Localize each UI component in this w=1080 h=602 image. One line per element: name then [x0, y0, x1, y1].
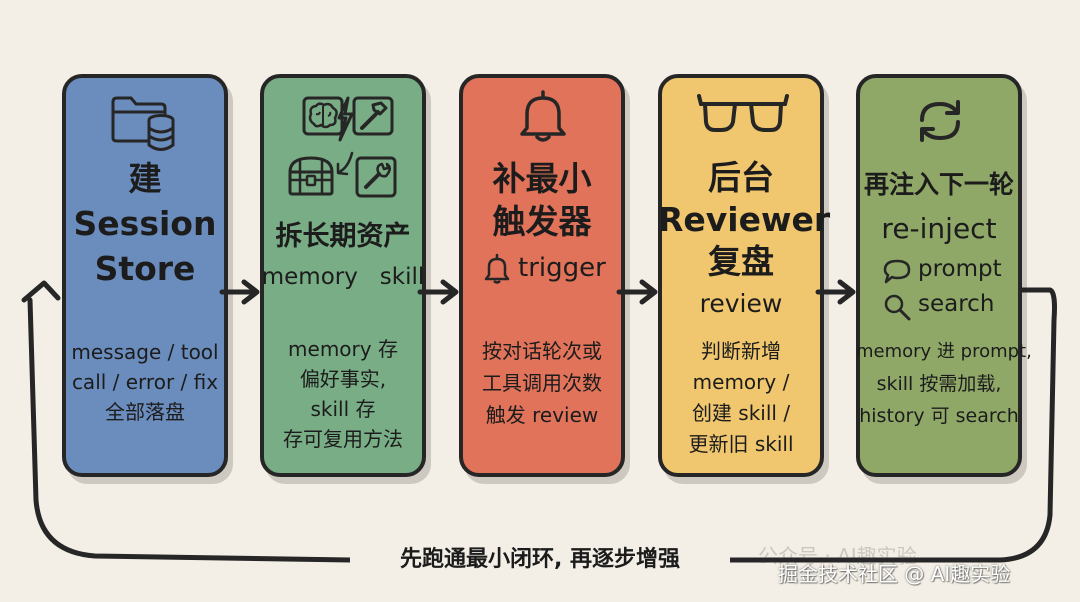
assets-desc-line3: skill 存: [310, 397, 376, 421]
trigger-desc-line1: 按对话轮次或: [482, 339, 602, 363]
arrow-assets-to-trigger: [417, 279, 459, 305]
magnifier-icon: [884, 294, 911, 321]
review-desc-line4: 更新旧 skill: [688, 432, 794, 456]
watermark-faint: 公众号 · AI趣实验: [758, 544, 917, 568]
reinject-title-line2: re-inject: [881, 212, 997, 245]
review-title-line3: 复盘: [708, 242, 774, 281]
trigger-desc-line3: 触发 review: [485, 403, 599, 427]
trigger-sub: trigger: [518, 253, 606, 283]
review-desc-line1: 判断新增: [701, 339, 781, 363]
trigger-title-line2: 触发器: [492, 202, 592, 241]
arrow-store-to-assets: [219, 279, 260, 305]
store-title-line3: Store: [94, 249, 196, 288]
card-background-reviewer: [658, 74, 824, 477]
hammer-icon: [352, 96, 394, 136]
reinject-title: 再注入下一轮: [863, 170, 1014, 199]
store-desc-line1: message / tool: [71, 340, 219, 364]
card-reinject: [856, 74, 1022, 477]
wrench-icon: [355, 156, 397, 198]
brain-icon: [302, 96, 344, 136]
treasure-chest-icon: [288, 156, 334, 196]
reinject-sub-search: search: [918, 291, 995, 317]
arrow-trigger-to-review: [616, 279, 658, 305]
glasses-icon: [697, 94, 789, 132]
bell-small-icon: [484, 253, 510, 284]
reinject-desc-line3: history 可 search: [859, 405, 1019, 427]
review-sub: review: [699, 289, 783, 318]
assets-desc-line2: 偏好事实,: [299, 367, 387, 391]
assets-sub: memory skill: [261, 264, 425, 290]
reinject-sub-prompt: prompt: [918, 256, 1002, 282]
store-title-line2: Session: [73, 204, 217, 243]
speech-bubble-icon: [883, 259, 911, 284]
bell-icon: [520, 90, 566, 142]
lightning-icon: [337, 96, 354, 142]
assets-desc-line4: 存可复用方法: [283, 427, 403, 451]
watermark-main: 掘金技术社区 @ AI趣实验: [778, 562, 1011, 586]
database-icon: [147, 114, 175, 151]
refresh-icon: [920, 100, 960, 142]
arrow-review-to-reinject: [815, 279, 856, 305]
folder-icon: [111, 96, 167, 143]
store-desc-line2: call / error / fix: [71, 370, 219, 394]
flow-small-arrow-icon: [336, 151, 354, 176]
reinject-desc-line2: skill 按需加载,: [876, 373, 1002, 395]
assets-title: 拆长期资产: [275, 221, 411, 252]
review-desc-line3: 创建 skill /: [691, 401, 791, 425]
assets-desc-line1: memory 存: [288, 337, 398, 361]
loop-caption: 先跑通最小闭环, 再逐步增强: [350, 540, 730, 580]
review-desc-line2: memory /: [692, 370, 790, 394]
reinject-desc-line1: memory 进 prompt,: [856, 341, 1032, 362]
store-title: 建: [128, 159, 162, 198]
card-long-term-assets: [260, 74, 426, 477]
review-title-line2: Reviewer: [658, 200, 831, 239]
store-desc-line3: 全部落盘: [105, 400, 185, 424]
trigger-title: 补最小: [492, 159, 592, 198]
trigger-desc-line2: 工具调用次数: [482, 371, 602, 395]
review-title: 后台: [708, 158, 774, 197]
